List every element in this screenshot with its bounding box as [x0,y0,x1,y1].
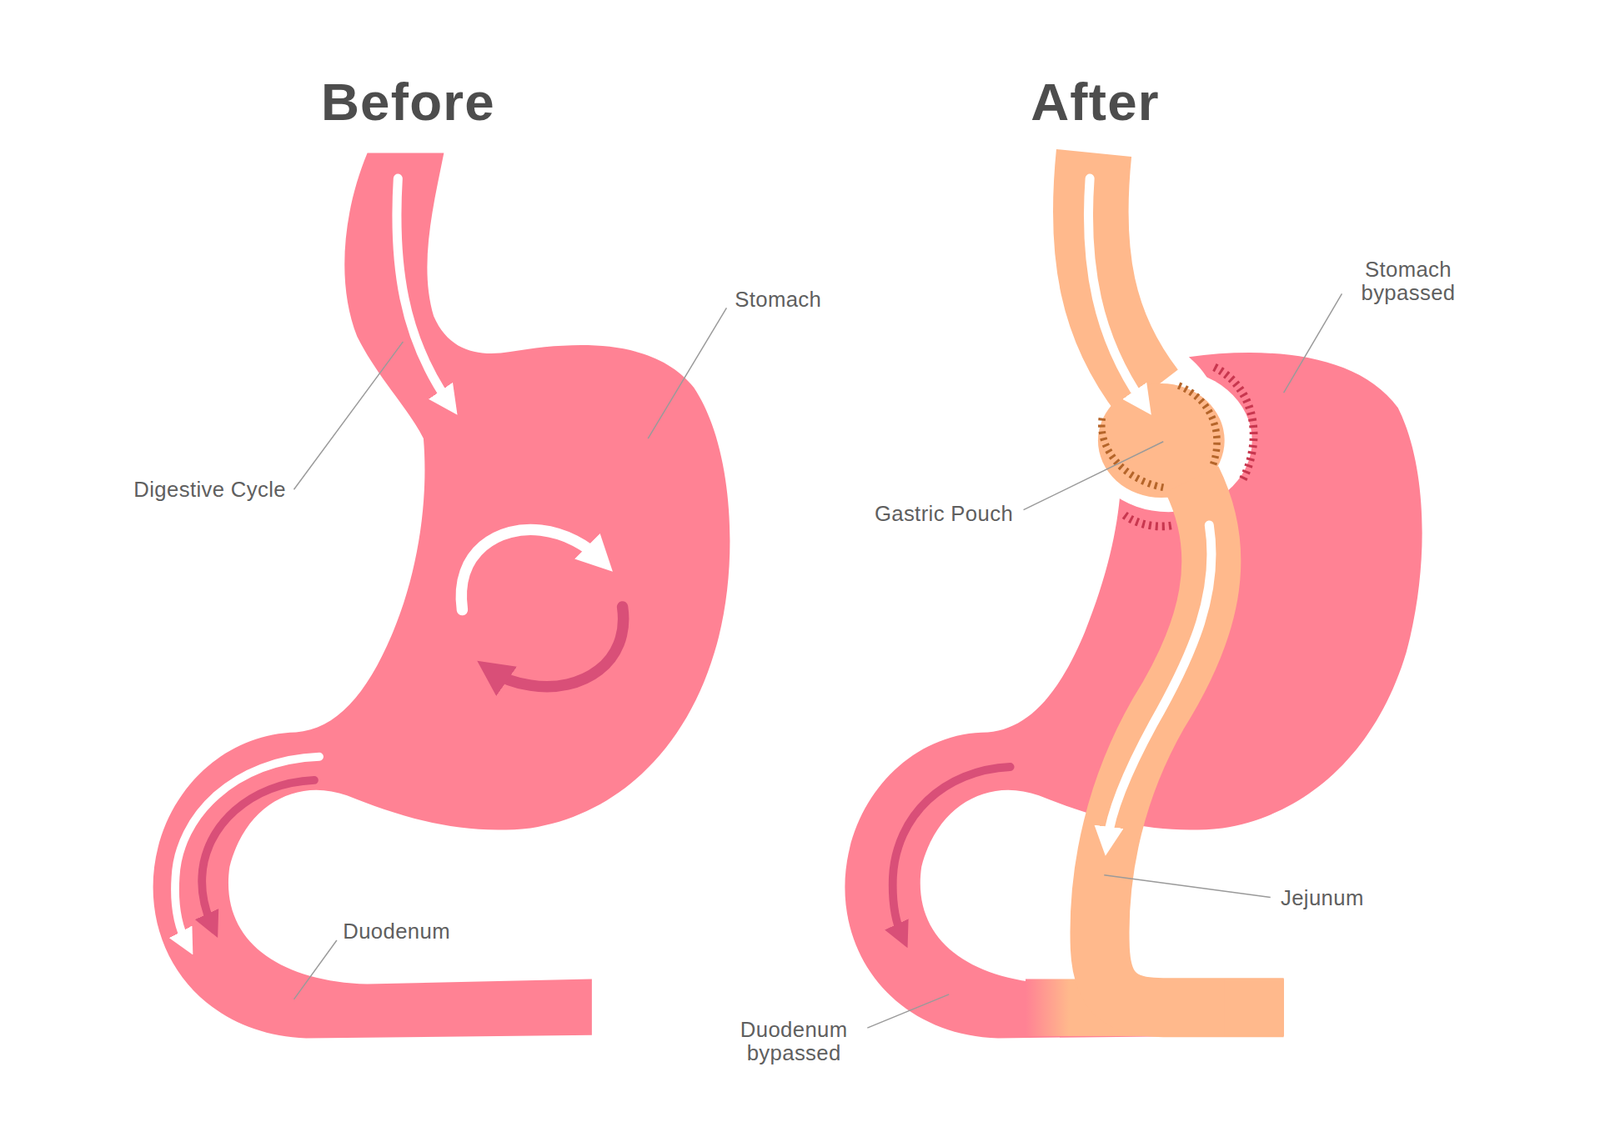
part-label: Stomach bypassed [1341,256,1475,304]
flow-arrow [201,780,315,927]
flow-arrow [175,757,320,944]
staple-line [1213,366,1254,480]
cycle-arrow [491,606,624,688]
panel-title: After [1030,73,1160,131]
staple-line [1101,418,1164,488]
part-label: Gastric Pouch [874,501,1014,526]
flow-arrow [396,178,450,403]
part-label: Digestive Cycle [133,477,286,502]
cycle-arrow [461,529,600,610]
stomach-shape [153,153,731,1039]
part-label: Duodenum [342,918,451,943]
leader-lines [293,293,1342,1029]
part-label: Stomach [734,287,822,311]
jejunum-end [1224,978,1285,1037]
staple-line [1178,385,1218,467]
flow-arrow [1088,178,1143,403]
jejunum-shape [1099,479,1285,1009]
panel-title: Before [321,73,496,131]
flow-arrow [1107,525,1212,842]
flow-arrow [892,767,1011,937]
staple-line [1124,515,1174,527]
bypassed-stomach-shape [844,352,1422,1039]
part-label: Jejunum [1280,886,1365,910]
part-label: Duodenum bypassed [727,1018,861,1065]
